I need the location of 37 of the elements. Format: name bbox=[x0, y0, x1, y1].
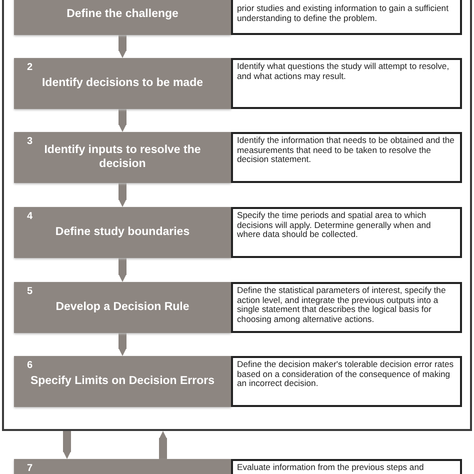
step-number: 3 bbox=[27, 136, 33, 147]
step-number: 2 bbox=[27, 62, 33, 73]
step-description: Identify the information that needs to be obtained and the measurements that need to be taken to resolve the decision statement. bbox=[237, 136, 456, 166]
step-description: Define the statistical parameters of interest, specify the action level, and integrate the previous outputs into a single statement that describes the logical basis for choosing among alternative actions. bbox=[237, 286, 447, 325]
description-box bbox=[231, 58, 462, 109]
frame-box bbox=[2, 0, 472, 431]
step-description: prior studies and existing information to gain a sufficient understanding to define the problem. bbox=[237, 4, 450, 24]
description-box bbox=[231, 282, 462, 333]
description-box bbox=[231, 207, 462, 258]
step-number: 7 bbox=[27, 463, 33, 474]
arrow bbox=[118, 333, 126, 356]
step-number: 5 bbox=[27, 286, 33, 297]
step-title: Identify inputs to resolve the decision bbox=[43, 144, 202, 172]
arrow bbox=[159, 431, 167, 459]
step-box bbox=[14, 356, 231, 407]
step-number: 6 bbox=[27, 360, 33, 371]
description-box bbox=[231, 132, 462, 183]
description-box bbox=[231, 356, 462, 407]
step-title: Develop a Decision Rule bbox=[56, 300, 190, 314]
arrow bbox=[63, 431, 71, 459]
step-description: Define the decision maker's tolerable decision error rates based on a consideration of the consequence of making an incorrect decision. bbox=[237, 360, 455, 390]
step-box bbox=[14, 282, 231, 333]
arrow bbox=[118, 35, 126, 58]
step-title: Define the challenge bbox=[66, 8, 178, 22]
step-description: Specify the time periods and spatial area to which decisions will apply. Determine generally when and where data should be collected. bbox=[237, 211, 432, 240]
step-title: Define study boundaries bbox=[55, 226, 190, 240]
step-description: Identify what questions the study will attempt to resolve, and what actions may result. bbox=[237, 62, 450, 82]
step-box bbox=[14, 58, 231, 109]
step-description: Evaluate information from the previous steps and bbox=[237, 463, 425, 473]
step-number: 4 bbox=[27, 211, 33, 222]
step-title: Identify decisions to be made bbox=[42, 76, 204, 90]
step-title: Specify Limits on Decision Errors bbox=[30, 374, 215, 388]
arrow bbox=[118, 183, 126, 207]
arrow bbox=[118, 109, 126, 132]
step-box bbox=[14, 207, 231, 258]
step-box bbox=[14, 132, 231, 183]
arrow bbox=[118, 258, 126, 282]
